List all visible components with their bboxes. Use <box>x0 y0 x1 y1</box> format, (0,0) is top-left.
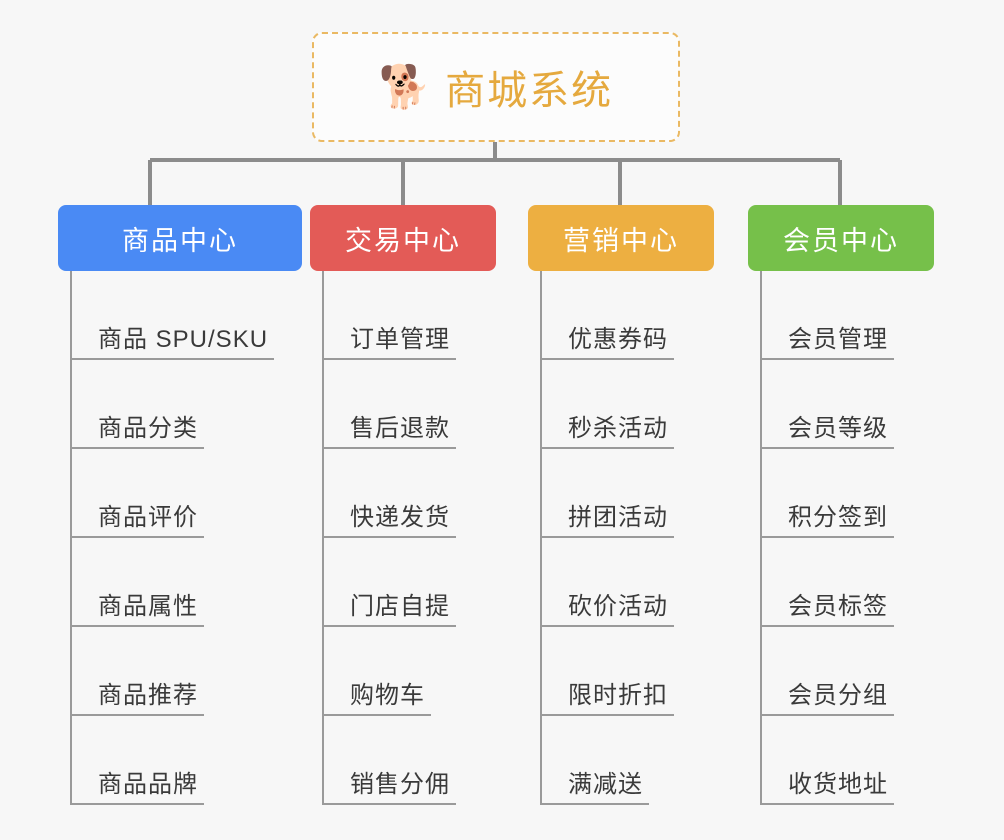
column-spine <box>70 271 72 805</box>
list-item[interactable]: 满减送 <box>528 716 714 805</box>
leaf-label: 门店自提 <box>350 593 450 620</box>
list-item[interactable]: 收货地址 <box>748 716 934 805</box>
category-header-marketing-center[interactable]: 营销中心 <box>528 205 714 271</box>
leaf-label: 售后退款 <box>350 415 450 442</box>
list-item[interactable]: 秒杀活动 <box>528 360 714 449</box>
column-spine <box>540 271 542 805</box>
list-item[interactable]: 快递发货 <box>310 449 496 538</box>
list-item[interactable]: 会员等级 <box>748 360 934 449</box>
leaf-label: 优惠券码 <box>568 326 668 353</box>
leaf-label: 会员分组 <box>788 682 888 709</box>
category-header-trade-center[interactable]: 交易中心 <box>310 205 496 271</box>
leaf-label: 快递发货 <box>350 504 450 531</box>
list-item[interactable]: 商品属性 <box>58 538 302 627</box>
list-item[interactable]: 会员分组 <box>748 627 934 716</box>
leaf-label: 商品评价 <box>98 504 198 531</box>
list-item[interactable]: 拼团活动 <box>528 449 714 538</box>
leaf-label: 限时折扣 <box>568 682 668 709</box>
list-item[interactable]: 商品 SPU/SKU <box>58 271 302 360</box>
root-node[interactable]: 🐕 商城系统 <box>312 32 680 142</box>
list-item[interactable]: 售后退款 <box>310 360 496 449</box>
list-item[interactable]: 销售分佣 <box>310 716 496 805</box>
branch-marketing-center: 营销中心 优惠券码 秒杀活动 拼团活动 砍价活动 限时折扣 <box>528 205 714 805</box>
category-header-member-center[interactable]: 会员中心 <box>748 205 934 271</box>
leaf-label: 砍价活动 <box>568 593 668 620</box>
leaf-label: 商品 SPU/SKU <box>98 326 269 353</box>
leaf-label: 商品属性 <box>98 593 198 620</box>
list-item[interactable]: 门店自提 <box>310 538 496 627</box>
leaf-label: 购物车 <box>350 682 425 709</box>
branch-member-center: 会员中心 会员管理 会员等级 积分签到 会员标签 会员分组 <box>748 205 934 805</box>
leaf-list-trade-center: 订单管理 售后退款 快递发货 门店自提 购物车 销售分佣 <box>310 271 496 805</box>
list-item[interactable]: 限时折扣 <box>528 627 714 716</box>
list-item[interactable]: 订单管理 <box>310 271 496 360</box>
branch-trade-center: 交易中心 订单管理 售后退款 快递发货 门店自提 购物车 <box>310 205 496 805</box>
list-item[interactable]: 商品分类 <box>58 360 302 449</box>
leaf-list-marketing-center: 优惠券码 秒杀活动 拼团活动 砍价活动 限时折扣 满减送 <box>528 271 714 805</box>
list-item[interactable]: 会员标签 <box>748 538 934 627</box>
list-item[interactable]: 商品品牌 <box>58 716 302 805</box>
leaf-label: 收货地址 <box>788 771 888 798</box>
shiba-dog-icon: 🐕 <box>378 63 432 110</box>
column-spine <box>760 271 762 805</box>
list-item[interactable]: 商品推荐 <box>58 627 302 716</box>
list-item[interactable]: 商品评价 <box>58 449 302 538</box>
leaf-list-member-center: 会员管理 会员等级 积分签到 会员标签 会员分组 收货地址 <box>748 271 934 805</box>
leaf-label: 会员标签 <box>788 593 888 620</box>
list-item[interactable]: 砍价活动 <box>528 538 714 627</box>
leaf-label: 满减送 <box>568 771 643 798</box>
category-header-product-center[interactable]: 商品中心 <box>58 205 302 271</box>
leaf-label: 销售分佣 <box>350 771 450 798</box>
leaf-label: 会员管理 <box>788 326 888 353</box>
list-item[interactable]: 积分签到 <box>748 449 934 538</box>
leaf-label: 会员等级 <box>788 415 888 442</box>
leaf-label: 订单管理 <box>350 326 450 353</box>
leaf-list-product-center: 商品 SPU/SKU 商品分类 商品评价 商品属性 商品推荐 商品品牌 <box>58 271 302 805</box>
leaf-label: 商品分类 <box>98 415 198 442</box>
root-title: 商城系统 <box>445 69 614 113</box>
leaf-label: 秒杀活动 <box>568 415 668 442</box>
leaf-label: 商品推荐 <box>98 682 198 709</box>
leaf-label: 拼团活动 <box>568 504 668 531</box>
list-item[interactable]: 优惠券码 <box>528 271 714 360</box>
list-item[interactable]: 购物车 <box>310 627 496 716</box>
leaf-label: 积分签到 <box>788 504 888 531</box>
branch-product-center: 商品中心 商品 SPU/SKU 商品分类 商品评价 商品属性 商品推荐 <box>58 205 302 805</box>
list-item[interactable]: 会员管理 <box>748 271 934 360</box>
column-spine <box>322 271 324 805</box>
leaf-label: 商品品牌 <box>98 771 198 798</box>
